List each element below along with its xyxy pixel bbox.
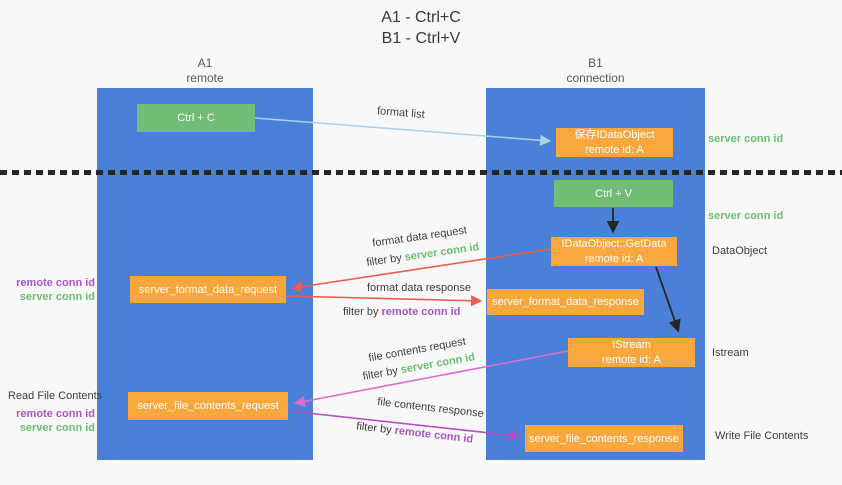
node-server-file-contents-response-label: server_file_contents_response	[529, 432, 679, 445]
filter-by-text-2: filter by	[343, 306, 379, 318]
node-idataobject-getdata: IDataObject::GetData remote id: A	[551, 237, 677, 266]
node-server-file-contents-request-label: server_file_contents_request	[137, 400, 279, 412]
node-save-dataobject-line2: remote id: A	[585, 143, 644, 156]
remote-conn-id-left-1-text: remote conn id	[16, 277, 95, 289]
label-istream-side: Istream	[712, 347, 749, 359]
server-conn-id-left-1-text: server conn id	[19, 291, 95, 303]
node-ctrl-v-label: Ctrl + V	[595, 187, 632, 200]
label-remote-conn-id-left-2: remote conn id	[0, 408, 95, 420]
node-server-file-contents-response: server_file_contents_response	[525, 425, 683, 452]
node-ctrl-v: Ctrl + V	[554, 180, 673, 207]
label-format-data-response: format data response	[367, 282, 471, 294]
label-filter-by-remote-conn-id-2: filter by remote conn id	[356, 420, 474, 445]
server-conn-id-right-top-text: server conn id	[708, 133, 784, 145]
title-line-2: B1 - Ctrl+V	[381, 29, 461, 47]
lifeline-a1-role: remote	[186, 71, 224, 85]
node-server-file-contents-request: server_file_contents_request	[128, 392, 288, 420]
remote-conn-id-text-2: remote conn id	[393, 424, 474, 446]
node-server-format-data-request: server_format_data_request	[130, 276, 286, 303]
server-conn-id-left-2-text: server conn id	[19, 422, 95, 434]
node-ctrl-c: Ctrl + C	[137, 104, 255, 132]
label-file-contents-response: file contents response	[377, 396, 485, 420]
label-write-file-contents: Write File Contents	[715, 430, 808, 442]
node-idataobject-getdata-line1: IDataObject::GetData	[561, 238, 667, 251]
lifeline-header-b1: B1 connection	[486, 56, 705, 86]
node-save-dataobject-line1: 保存IDataObject	[574, 129, 655, 142]
label-file-contents-response-text: file contents response	[376, 395, 485, 421]
label-format-list: format list	[377, 105, 425, 121]
remote-conn-id-text-1: remote conn id	[381, 306, 461, 318]
label-remote-conn-id-left-1: remote conn id	[0, 277, 95, 289]
label-istream-side-text: Istream	[712, 347, 749, 359]
server-conn-id-right-mid-text: server conn id	[708, 210, 784, 222]
node-server-format-data-request-label: server_format_data_request	[138, 283, 278, 296]
arrow-format-data-response	[286, 295, 483, 307]
label-filter-by-remote-conn-id-1: filter by remote conn id	[343, 306, 460, 318]
lifeline-b1-role: connection	[566, 71, 625, 85]
lifeline-b1-name: B1	[588, 56, 603, 70]
node-ctrl-c-label: Ctrl + C	[177, 112, 215, 124]
node-istream-line2: remote id: A	[602, 353, 661, 366]
filter-by-text-3: filter by	[361, 364, 399, 383]
filter-by-text-4: filter by	[355, 420, 393, 437]
node-save-dataobject: 保存IDataObject remote id: A	[556, 128, 673, 157]
label-server-conn-id-right-mid: server conn id	[708, 210, 783, 222]
node-server-format-data-response-label: server_format_data_response	[492, 296, 639, 308]
label-format-data-response-text: format data response	[367, 282, 471, 294]
node-istream: IStream remote id: A	[568, 338, 695, 367]
lifeline-a1-name: A1	[197, 56, 213, 70]
server-conn-id-text-1: server conn id	[403, 241, 481, 264]
label-server-conn-id-left-1: server conn id	[0, 291, 95, 303]
title-line-1: A1 - Ctrl+C	[381, 9, 461, 26]
label-read-file-contents: Read File Contents	[8, 390, 102, 402]
label-read-file-contents-text: Read File Contents	[8, 390, 103, 402]
diagram-title: A1 - Ctrl+C B1 - Ctrl+V	[0, 8, 842, 50]
node-istream-line1: IStream	[612, 339, 651, 352]
session-divider-line	[0, 170, 842, 175]
node-idataobject-getdata-line2: remote id: A	[584, 252, 644, 265]
node-server-format-data-response: server_format_data_response	[487, 289, 644, 315]
label-dataobject-text: DataObject	[712, 245, 768, 257]
filter-by-text-1: filter by	[365, 252, 403, 269]
label-server-conn-id-left-2: server conn id	[0, 422, 95, 434]
label-server-conn-id-right-top: server conn id	[708, 133, 783, 145]
label-write-file-contents-text: Write File Contents	[715, 430, 809, 442]
lifeline-header-a1: A1 remote	[97, 56, 313, 86]
remote-conn-id-left-2-text: remote conn id	[16, 408, 95, 420]
label-format-list-text: format list	[376, 105, 426, 121]
label-dataobject: DataObject	[712, 245, 767, 257]
